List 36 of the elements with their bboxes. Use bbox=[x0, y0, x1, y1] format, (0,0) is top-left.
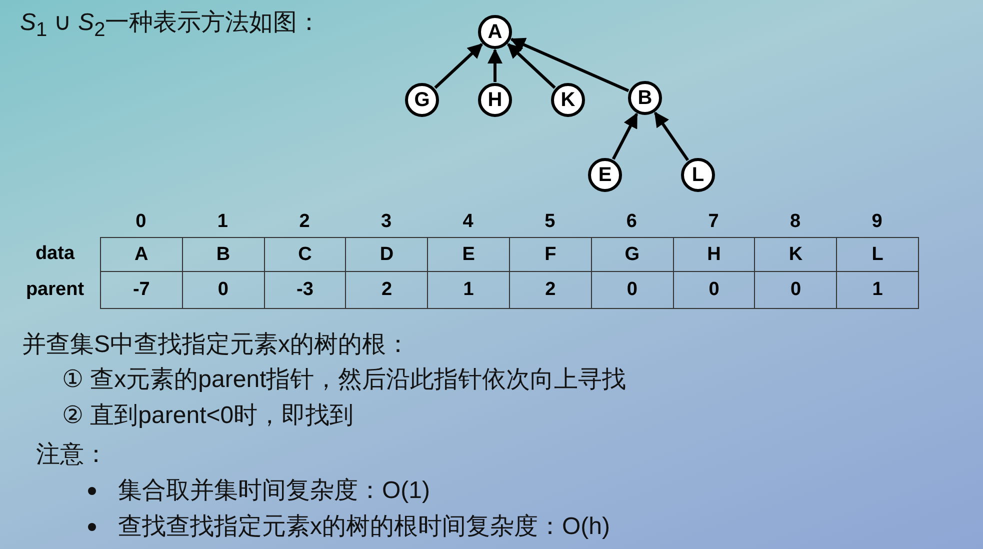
column-index: 0 bbox=[134, 210, 148, 234]
tree-node-circle: G bbox=[405, 83, 439, 117]
arrow bbox=[654, 112, 690, 162]
row-header: data bbox=[34, 242, 76, 266]
text-line: 集合取并集时间复杂度：O(1) bbox=[118, 476, 430, 506]
arrow bbox=[507, 43, 556, 89]
column-index: 6 bbox=[625, 210, 638, 234]
column-index: 7 bbox=[707, 210, 720, 234]
column-index: 1 bbox=[216, 210, 229, 234]
tree-node-circle: H bbox=[478, 83, 512, 117]
data-cell: A bbox=[100, 237, 183, 272]
column-index: 3 bbox=[380, 210, 393, 234]
column-index: 5 bbox=[544, 210, 556, 234]
tree-node-circle: K bbox=[551, 83, 585, 117]
arrow bbox=[612, 112, 638, 160]
tree-node-circle: L bbox=[681, 158, 715, 192]
arrow bbox=[510, 38, 630, 92]
column-index: 2 bbox=[298, 210, 311, 234]
arrow bbox=[434, 43, 483, 89]
column-index: 4 bbox=[462, 210, 474, 234]
text-line: 注意： bbox=[36, 440, 108, 470]
tree-node-circle: A bbox=[478, 15, 512, 49]
text-line: 并查集S中查找指定元素x的树的根： bbox=[22, 330, 410, 360]
text-line: 查找查找指定元素x的树的根时间复杂度：O(h) bbox=[118, 512, 610, 542]
text-line: ① 查x元素的parent指针，然后沿此指针依次向上寻找 bbox=[62, 365, 626, 395]
tree-node-circle: E bbox=[588, 158, 622, 192]
data-cell: 1 bbox=[836, 271, 919, 309]
column-index: 9 bbox=[870, 210, 884, 234]
column-index: 8 bbox=[789, 210, 802, 234]
slide-title: S$_{1}$ ∪ S$_{2}$一种表示方法如图： bbox=[20, 8, 322, 42]
text-line: ② 直到parent<0时，即找到 bbox=[62, 401, 354, 431]
tree-node-circle: B bbox=[628, 81, 662, 115]
arrow bbox=[488, 48, 502, 82]
data-cell: L bbox=[836, 237, 919, 272]
row-header: parent bbox=[24, 278, 86, 302]
data-cell: -7 bbox=[100, 271, 183, 309]
